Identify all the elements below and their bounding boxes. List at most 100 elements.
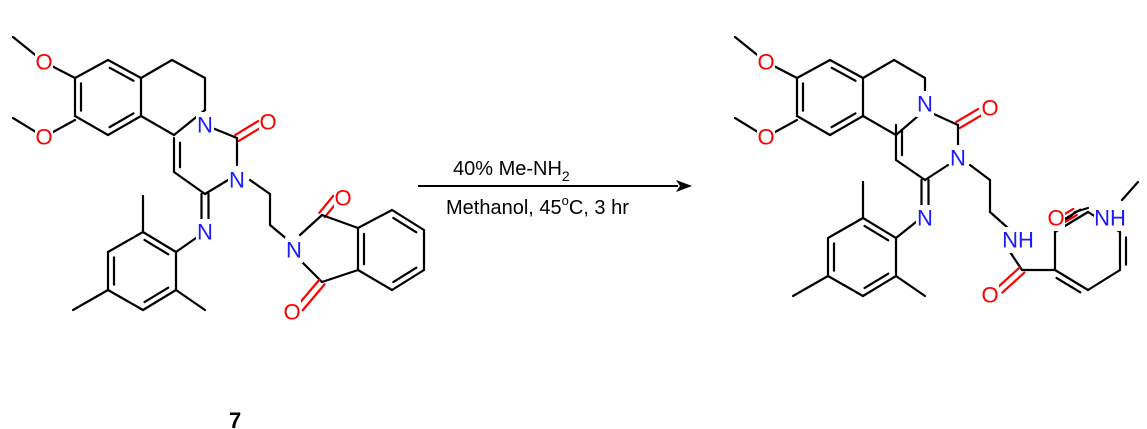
carbonyl-bond [237, 125, 263, 143]
product-amide-oxygen: O [981, 283, 998, 308]
carbonyl-oxygen: O [259, 110, 276, 135]
product-carbonyl-oxygen: O [981, 96, 998, 121]
bond [861, 216, 898, 240]
amide-carbonyl-left-2 [1001, 271, 1026, 294]
product-methylamide-oxygen: O [1047, 206, 1064, 231]
bond [828, 58, 865, 80]
bond-inner [830, 112, 857, 129]
bond [106, 114, 143, 137]
product-methoxy-oxygen-top: O [757, 50, 774, 75]
product-methylamide-nh: NH [1094, 206, 1126, 231]
product-methoxy-oxygen-bottom-bg [757, 124, 775, 150]
bond [826, 274, 865, 298]
carbonyl-bond-2 [234, 119, 260, 137]
bond [320, 268, 360, 284]
bond [861, 114, 898, 137]
bond [1120, 180, 1140, 202]
methoxy-oxygen-top-bg [35, 49, 53, 75]
product-amide-nitrogen: N [950, 146, 966, 171]
bond [141, 288, 178, 312]
bond [826, 216, 865, 240]
product-methylamide-nh-bg [1094, 205, 1126, 231]
bond-inner [108, 66, 135, 82]
bond [298, 258, 324, 284]
imide-nitrogen-bg [285, 237, 303, 263]
bond [106, 58, 143, 80]
bond [795, 114, 832, 137]
bond [139, 114, 176, 137]
bond [1053, 268, 1090, 292]
compound-number: 7 [229, 408, 241, 429]
starting-material-bonds [11, 35, 426, 312]
imide-oxygen-top-bg [334, 185, 352, 211]
imide-carbonyl-top-2 [318, 194, 335, 214]
bond [988, 210, 1010, 230]
product-methylamide-oxygen-bg [1047, 205, 1065, 231]
bond [106, 288, 145, 312]
bond [1073, 206, 1090, 214]
bond [923, 163, 950, 182]
product-methoxy-oxygen-top-bg [757, 49, 775, 75]
bond-inner [392, 216, 418, 234]
methoxy-oxygen-top: O [35, 50, 52, 75]
bond-inner [863, 224, 890, 242]
bond [356, 268, 394, 292]
product-carbonyl-bond-2 [955, 107, 980, 124]
product-carbonyl-bond [958, 113, 983, 130]
methoxy-oxygen-bottom: O [35, 125, 52, 150]
bond [894, 158, 927, 182]
bond [73, 114, 110, 137]
bond [795, 58, 832, 80]
bond-inner [392, 266, 418, 284]
imide-oxygen-bottom: O [283, 300, 300, 325]
bond [828, 114, 865, 137]
bond [172, 170, 207, 196]
bond [390, 268, 426, 292]
bond [298, 213, 324, 237]
amide-carbonyl-left [996, 266, 1021, 289]
bond [894, 220, 918, 240]
bond [203, 178, 230, 196]
imide-carbonyl-bottom-2 [301, 283, 326, 312]
bond [73, 58, 110, 80]
methoxy-oxygen-bottom-bg [35, 124, 53, 150]
imide-oxygen-top: O [334, 186, 351, 211]
bond [356, 208, 394, 230]
product-ring-nitrogen: N [917, 92, 933, 117]
bond-inner [108, 112, 135, 129]
bond [174, 236, 198, 254]
bond [1086, 268, 1122, 292]
bond-inner [1055, 276, 1082, 294]
product-amide-nh-bg [1002, 227, 1034, 253]
bond [968, 163, 992, 182]
bond-inner [830, 66, 857, 82]
reagent-label: 40% Me-NH2 [453, 158, 570, 184]
bond [861, 274, 898, 298]
bond [892, 58, 927, 80]
bond [861, 58, 896, 80]
imide-oxygen-bottom-bg [283, 299, 301, 325]
bond [174, 288, 207, 312]
imine-nitrogen: N [197, 220, 213, 245]
product-amide-oxygen-bg [981, 282, 999, 308]
product-bonds [733, 35, 1140, 298]
bond-inner [863, 272, 890, 290]
bond [141, 230, 178, 254]
bond-inner [143, 238, 170, 256]
bond [791, 274, 830, 298]
bond [139, 58, 174, 80]
reaction-arrow [418, 180, 692, 192]
bond [248, 178, 272, 196]
product-methoxy-oxygen-bottom: O [757, 125, 774, 150]
bond-inner [143, 286, 170, 304]
bond [390, 208, 426, 232]
bond [320, 213, 360, 230]
bond [894, 274, 927, 298]
product-carbonyl-oxygen-bg [981, 95, 999, 121]
amide-nitrogen-bg [228, 167, 246, 193]
ring-nitrogen: N [197, 113, 213, 138]
amide-nitrogen: N [229, 168, 245, 193]
imide-nitrogen: N [286, 238, 302, 263]
